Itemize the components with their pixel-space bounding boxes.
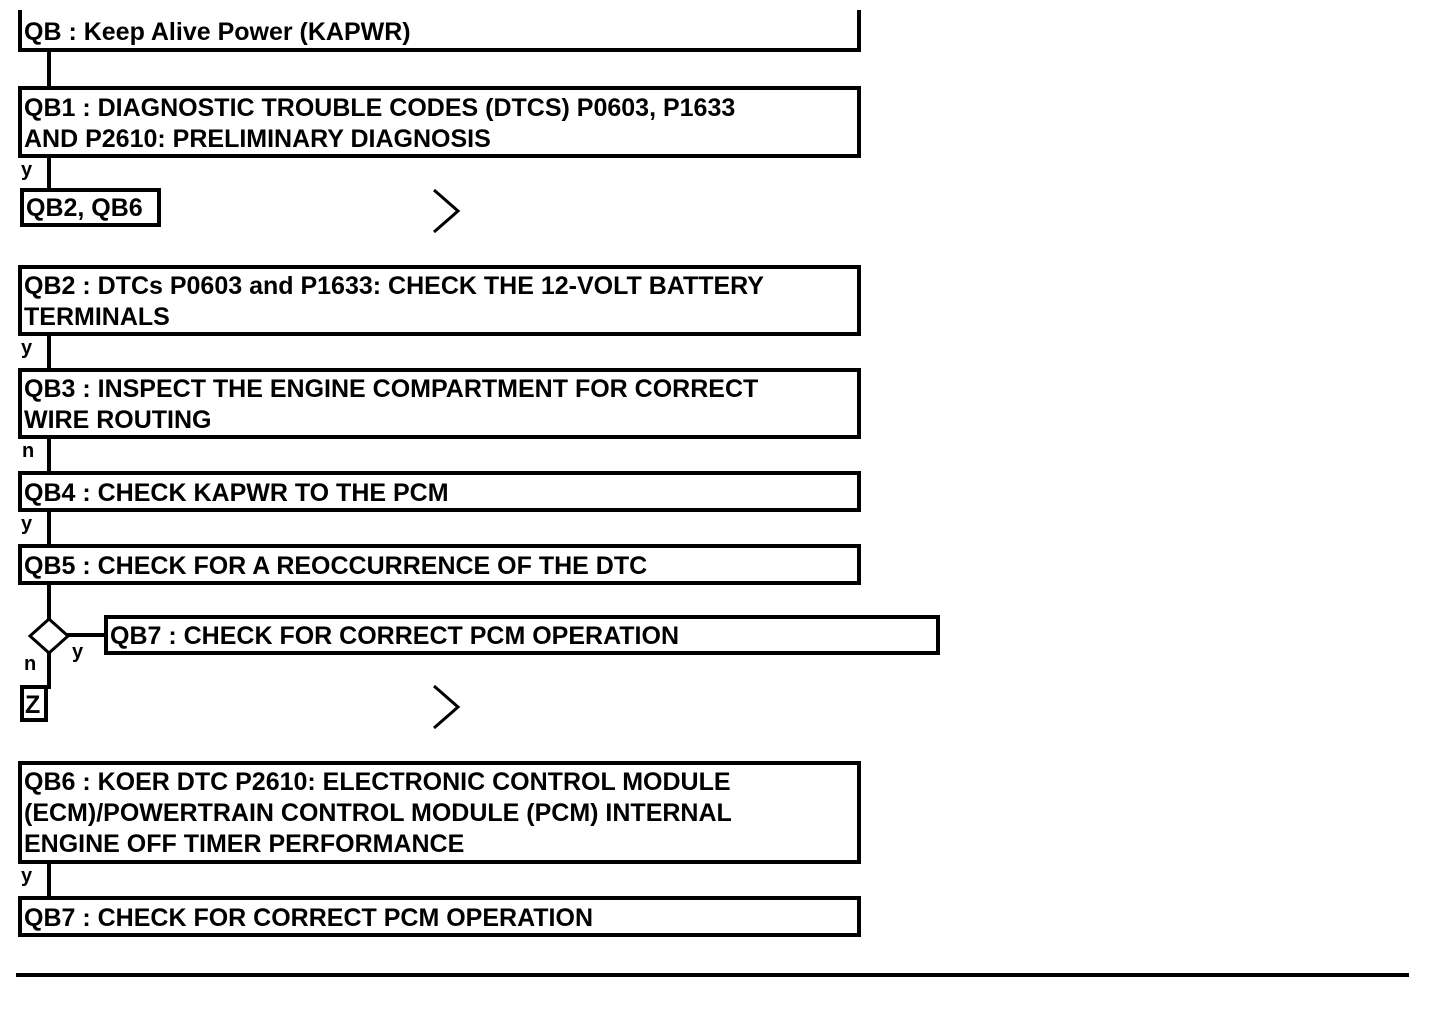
- connector-qb1-qb2qb6: [47, 154, 51, 192]
- edge-label-qb4-out: y: [21, 513, 33, 535]
- node-qb3: QB3 : INSPECT THE ENGINE COMPARTMENT FOR…: [18, 368, 861, 439]
- node-qb2: QB2 : DTCs P0603 and P1633: CHECK THE 12…: [18, 265, 861, 336]
- node-z-reference: Z: [20, 685, 48, 722]
- edge-label-qb6-out: y: [21, 865, 33, 887]
- node-qb2-qb6-reference: QB2, QB6: [20, 188, 161, 227]
- connector-qb3-qb4: [47, 435, 51, 475]
- connector-decision-qb7: [66, 633, 108, 637]
- edge-label-decision-yes: y: [72, 641, 84, 663]
- chevron-right-icon: [433, 188, 461, 234]
- node-qb: QB : Keep Alive Power (KAPWR): [18, 10, 861, 52]
- edge-label-qb3-out: n: [22, 440, 35, 462]
- node-qb7: QB7 : CHECK FOR CORRECT PCM OPERATION: [18, 896, 861, 937]
- connector-qb-qb1: [47, 48, 51, 90]
- node-qb1: QB1 : DIAGNOSTIC TROUBLE CODES (DTCS) P0…: [18, 86, 861, 158]
- node-qb6: QB6 : KOER DTC P2610: ELECTRONIC CONTROL…: [18, 761, 861, 864]
- node-qb4: QB4 : CHECK KAPWR TO THE PCM: [18, 471, 861, 512]
- chevron-right-icon: [433, 684, 461, 730]
- connector-qb4-qb5: [47, 508, 51, 548]
- edge-label-qb2-out: y: [21, 337, 33, 359]
- node-qb5: QB5 : CHECK FOR A REOCCURRENCE OF THE DT…: [18, 544, 861, 585]
- bottom-divider: [16, 973, 1409, 977]
- connector-qb6-qb7: [47, 860, 51, 900]
- edge-label-qb1-out: y: [21, 159, 33, 181]
- connector-qb2-qb3: [47, 332, 51, 372]
- diamond-decision-icon: [27, 616, 71, 656]
- connector-qb5-decision: [47, 581, 51, 621]
- edge-label-decision-no: n: [24, 653, 37, 675]
- connector-decision-z: [47, 651, 51, 689]
- node-qb7-branch: QB7 : CHECK FOR CORRECT PCM OPERATION: [104, 615, 940, 655]
